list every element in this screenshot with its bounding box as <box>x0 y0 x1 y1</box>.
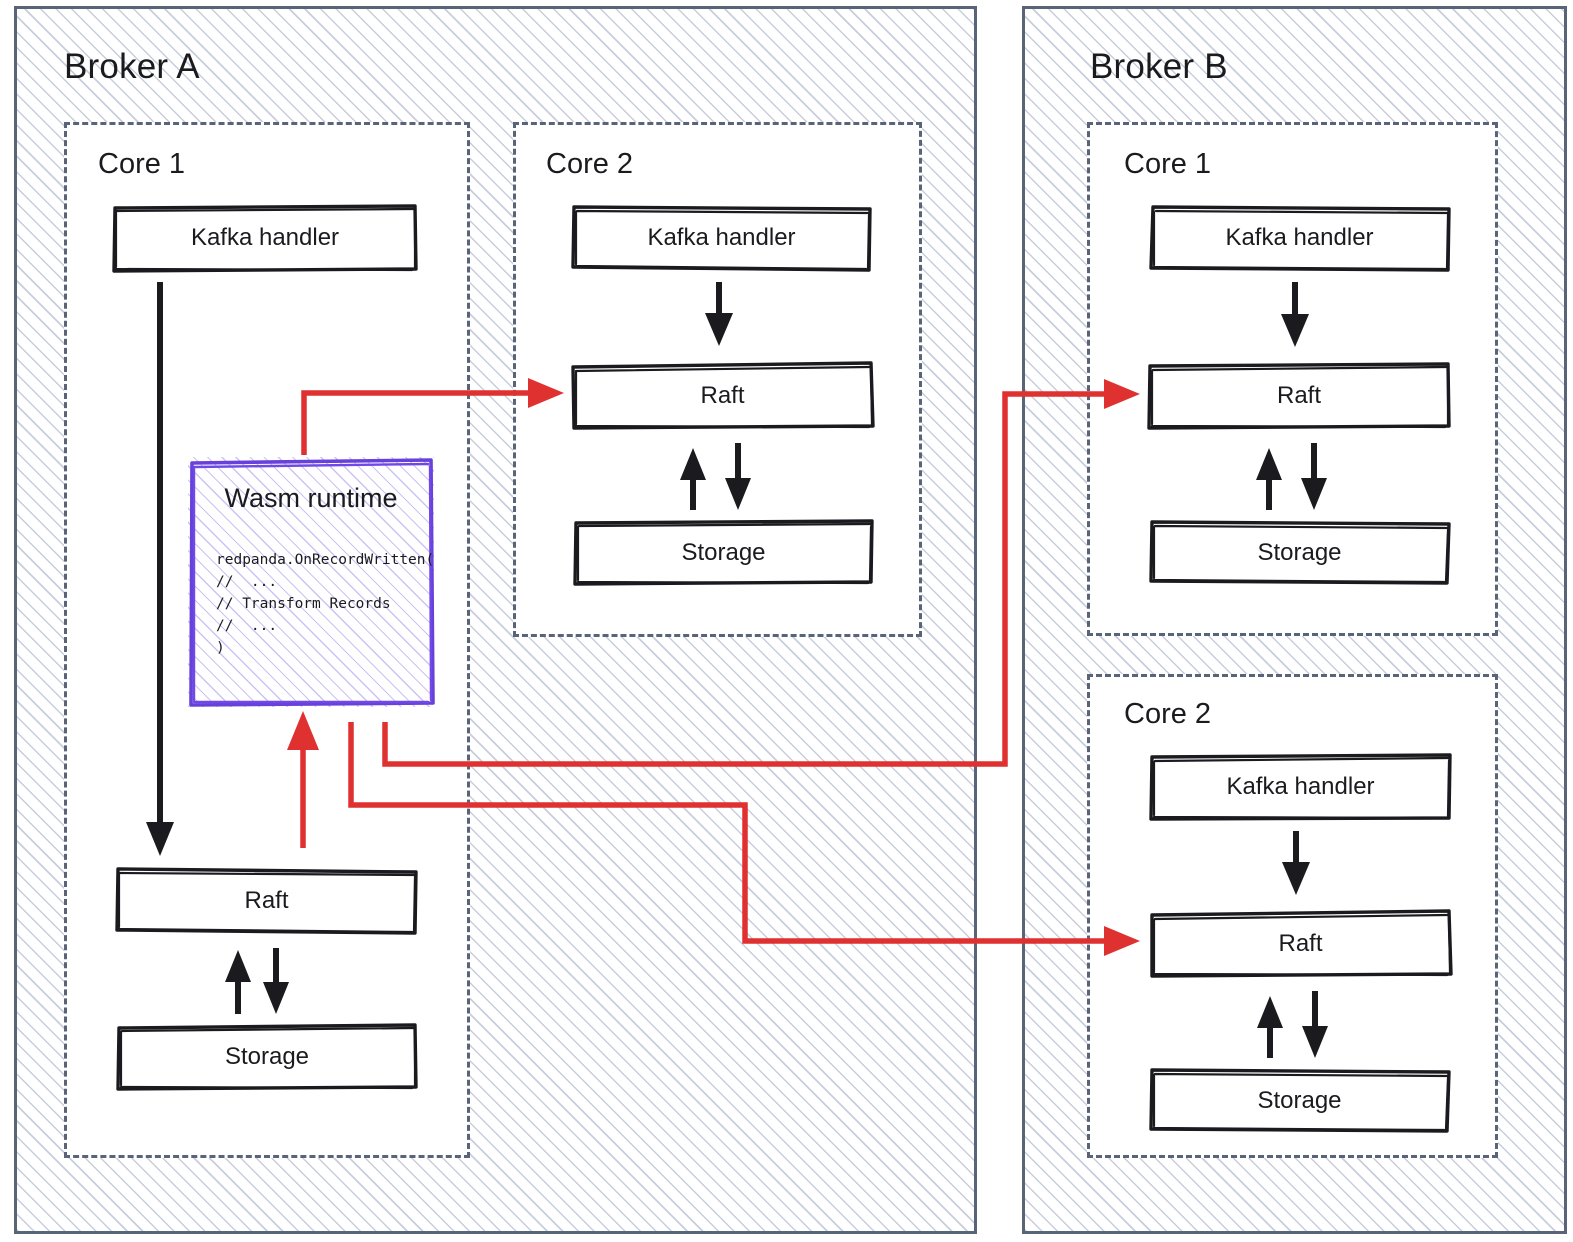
sketch-rect <box>1149 753 1452 821</box>
broker-a-core-2-raft-box[interactable]: Raft <box>570 360 875 431</box>
broker-a-core-1-storage-box[interactable]: Storage <box>116 1022 418 1092</box>
broker-a-core-1-label: Core 1 <box>98 148 186 180</box>
broker-b-core-1-storage-box[interactable]: Storage <box>1148 518 1451 587</box>
broker-b-core-2-kafka-handler-box[interactable]: Kafka handler <box>1148 752 1453 822</box>
sketch-rect <box>1147 362 1451 430</box>
sketch-rect <box>116 1023 418 1091</box>
sketch-rect <box>112 204 418 273</box>
wasm-runtime-box[interactable]: Wasm runtime redpanda.OnRecordWritten( /… <box>188 457 435 707</box>
broker-b-core-1-label: Core 1 <box>1124 148 1212 180</box>
broker-a-core-1-raft-box[interactable]: Raft <box>114 865 419 936</box>
broker-b-core-2-raft-box[interactable]: Raft <box>1148 908 1453 979</box>
sketch-rect <box>115 867 418 935</box>
sketch-rect <box>571 205 872 272</box>
wasm-runtime-title: Wasm runtime <box>224 483 398 513</box>
broker-b-core-1-kafka-handler-box[interactable]: Kafka handler <box>1148 203 1451 273</box>
sketch-rect <box>571 361 875 430</box>
broker-a-core-2-label: Core 2 <box>546 148 634 180</box>
broker-b-core-2-label: Core 2 <box>1124 698 1212 730</box>
broker-a-core-2-kafka-handler-box[interactable]: Kafka handler <box>570 203 873 273</box>
broker-b-label: Broker B <box>1090 47 1228 86</box>
wasm-runtime-code: redpanda.OnRecordWritten( // ... // Tran… <box>216 552 435 657</box>
broker-a-core-2-storage-box[interactable]: Storage <box>572 518 875 587</box>
sketch-rect <box>1149 520 1451 585</box>
sketch-rect <box>1149 1068 1451 1133</box>
sketch-rect <box>1149 205 1451 272</box>
broker-b-core-1-raft-box[interactable]: Raft <box>1146 361 1452 431</box>
broker-a-core-1-kafka-handler-box[interactable]: Kafka handler <box>112 203 418 273</box>
broker-b-core-2-storage-box[interactable]: Storage <box>1148 1066 1451 1135</box>
sketch-rect <box>573 519 874 586</box>
broker-a-label: Broker A <box>64 47 200 86</box>
sketch-rect <box>1150 909 1453 978</box>
